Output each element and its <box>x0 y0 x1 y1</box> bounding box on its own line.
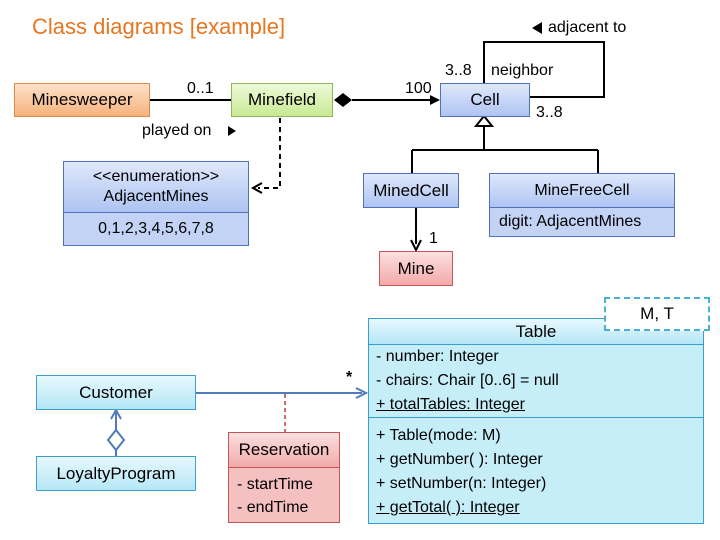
multiplicity-3-8-top: 3..8 <box>445 62 472 79</box>
mine-free-cell-attr: digit: AdjacentMines <box>489 207 675 237</box>
neighbor-label: neighbor <box>491 62 554 79</box>
table-op-get-number: + getNumber( ): Integer <box>376 451 543 468</box>
table-op-constructor: + Table(mode: M) <box>376 427 501 444</box>
table-op-get-total: + getTotal( ): Integer <box>376 499 520 516</box>
multiplicity-3-8-bottom: 3..8 <box>536 104 563 121</box>
enum-name: AdjacentMines <box>103 188 209 205</box>
class-reservation[interactable]: Reservation - startTime - endTime <box>228 432 340 523</box>
table-op-set-number: + setNumber(n: Integer) <box>376 475 547 492</box>
class-customer[interactable]: Customer <box>36 375 196 410</box>
reservation-name: Reservation <box>228 432 340 468</box>
class-mine-free-cell[interactable]: MineFreeCell digit: AdjacentMines <box>489 173 675 237</box>
enum-values: 0,1,2,3,4,5,6,7,8 <box>63 212 249 246</box>
played-on-arrow <box>228 126 236 136</box>
multiplicity-star: * <box>346 369 353 386</box>
dependency-arrowhead <box>250 182 263 194</box>
mine-free-cell-name: MineFreeCell <box>489 173 675 208</box>
reservation-attr-end: - endTime <box>237 499 309 516</box>
adjacent-to-arrow <box>532 22 542 34</box>
minefield-enum-dependency <box>258 118 281 189</box>
aggregation-diamond <box>106 428 126 452</box>
composition-diamond <box>334 93 352 107</box>
multiplicity-0-1: 0..1 <box>187 80 214 97</box>
class-mine[interactable]: Mine <box>379 251 453 286</box>
table-attr-number: - number: Integer <box>376 348 499 365</box>
class-adjacent-mines[interactable]: <<enumeration>> AdjacentMines 0,1,2,3,4,… <box>63 161 249 246</box>
reservation-attr-start: - startTime <box>237 476 313 493</box>
enum-stereotype: <<enumeration>> <box>92 168 220 185</box>
class-minesweeper[interactable]: Minesweeper <box>14 83 150 117</box>
class-minefield[interactable]: Minefield <box>231 83 333 117</box>
minefield-cell-arrowhead <box>430 95 440 105</box>
class-cell[interactable]: Cell <box>440 83 530 117</box>
generalization-triangle <box>473 114 495 127</box>
class-table[interactable]: Table - number: Integer - chairs: Chair … <box>368 318 704 524</box>
class-mined-cell[interactable]: MinedCell <box>363 173 459 208</box>
multiplicity-100: 100 <box>405 80 432 97</box>
table-attr-total-tables: + totalTables: Integer <box>376 396 525 413</box>
table-type-parameters: M, T <box>604 297 710 331</box>
table-attr-chairs: - chairs: Chair [0..6] = null <box>376 372 559 389</box>
page-title: Class diagrams [example] <box>32 14 286 39</box>
played-on-label: played on <box>142 122 212 139</box>
adjacent-to-label: adjacent to <box>548 19 627 36</box>
cell-self-association <box>483 41 605 98</box>
multiplicity-1: 1 <box>429 230 438 247</box>
class-loyalty-program[interactable]: LoyaltyProgram <box>36 456 196 491</box>
